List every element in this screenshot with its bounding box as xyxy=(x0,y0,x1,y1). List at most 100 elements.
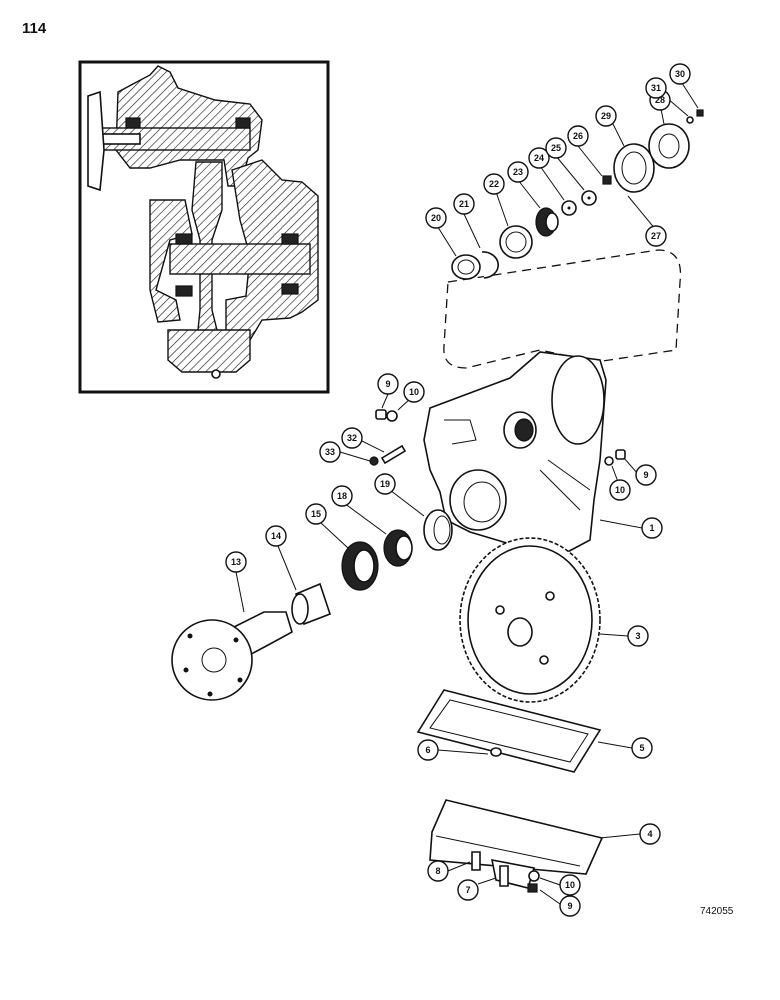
callout-label: 20 xyxy=(431,213,441,223)
callout-label: 8 xyxy=(435,866,440,876)
bearing-cone-23 xyxy=(535,207,559,237)
callout-1: 1 xyxy=(641,517,663,539)
bolt-30 xyxy=(696,109,704,117)
callout-label: 9 xyxy=(385,379,390,389)
callout-7: 7 xyxy=(457,879,479,901)
callout-label: 29 xyxy=(601,111,611,121)
callout-6: 6 xyxy=(417,739,439,761)
callout-label: 24 xyxy=(534,153,544,163)
callout-14: 14 xyxy=(265,525,287,547)
callout-label: 25 xyxy=(551,143,561,153)
callout-32: 32 xyxy=(341,427,363,449)
callout-label: 15 xyxy=(311,509,321,519)
callout-group: 1 3 4 5 6 7 8 9 9 9 10 10 10 13 14 15 18… xyxy=(225,63,691,917)
callout-9-right: 9 xyxy=(635,464,657,486)
callout-label: 9 xyxy=(567,901,572,911)
housing-1 xyxy=(423,351,607,557)
callout-label: 3 xyxy=(635,631,640,641)
washer-10-bottom xyxy=(528,870,540,882)
callout-label: 10 xyxy=(565,880,575,890)
callout-label: 10 xyxy=(409,387,419,397)
callout-10-bottom: 10 xyxy=(559,874,581,896)
bolt-8 xyxy=(471,851,481,871)
callout-4: 4 xyxy=(639,823,661,845)
callout-25: 25 xyxy=(545,137,567,159)
callout-26: 26 xyxy=(567,125,589,147)
callout-20: 20 xyxy=(425,207,447,229)
shim-24 xyxy=(561,200,577,216)
callout-label: 32 xyxy=(347,433,357,443)
callout-8: 8 xyxy=(427,860,449,882)
callout-label: 18 xyxy=(337,491,347,501)
cover-4 xyxy=(429,799,604,889)
cross-section-inset xyxy=(78,60,330,394)
pin-32 xyxy=(380,444,407,465)
callout-label: 19 xyxy=(380,479,390,489)
callout-21: 21 xyxy=(453,193,475,215)
callout-15: 15 xyxy=(305,503,327,525)
page-number: 114 xyxy=(22,20,47,37)
seal-ring-20 xyxy=(451,254,481,280)
callout-27: 27 xyxy=(645,225,667,247)
plug-9-left xyxy=(375,409,387,420)
callout-label: 7 xyxy=(465,885,470,895)
callout-label: 26 xyxy=(573,131,583,141)
shim-25 xyxy=(581,190,597,206)
nut-9-bottom xyxy=(527,883,538,893)
callout-label: 4 xyxy=(647,829,652,839)
callout-label: 31 xyxy=(651,83,661,93)
gasket-29 xyxy=(613,143,655,193)
callout-label: 10 xyxy=(615,485,625,495)
callout-29: 29 xyxy=(595,105,617,127)
callout-label: 21 xyxy=(459,199,469,209)
plug-26 xyxy=(602,175,612,185)
dowel-6 xyxy=(490,747,502,757)
bearing-cup-19 xyxy=(423,509,453,551)
callout-5: 5 xyxy=(631,737,653,759)
callout-label: 5 xyxy=(639,743,644,753)
spacer-14 xyxy=(291,582,332,626)
callout-label: 14 xyxy=(271,531,281,541)
callout-24: 24 xyxy=(528,147,550,169)
callout-13: 13 xyxy=(225,551,247,573)
callout-label: 9 xyxy=(643,470,648,480)
output-flange-13 xyxy=(171,611,293,701)
callout-label: 23 xyxy=(513,167,523,177)
callout-label: 27 xyxy=(651,231,661,241)
plug-33 xyxy=(369,456,379,466)
plug-9-right xyxy=(615,449,626,460)
callout-19: 19 xyxy=(374,473,396,495)
callout-label: 33 xyxy=(325,447,335,457)
callout-33: 33 xyxy=(319,441,341,463)
leader-lines xyxy=(235,79,699,905)
callout-label: 13 xyxy=(231,557,241,567)
washer-10-right xyxy=(604,456,614,466)
callout-10-upper-left: 10 xyxy=(403,381,425,403)
callout-10-right: 10 xyxy=(609,479,631,501)
callout-18: 18 xyxy=(331,485,353,507)
snap-ring-21 xyxy=(481,251,499,279)
callout-label: 28 xyxy=(655,95,665,105)
callout-label: 6 xyxy=(425,745,430,755)
callout-9-bottom: 9 xyxy=(559,895,581,917)
callout-9-upper-left: 9 xyxy=(377,373,399,395)
callout-22: 22 xyxy=(483,173,505,195)
bearing-cup-22 xyxy=(499,225,533,259)
oil-seal-15 xyxy=(341,541,379,591)
callout-label: 30 xyxy=(675,69,685,79)
callout-30: 30 xyxy=(669,63,691,85)
callout-label: 1 xyxy=(649,523,654,533)
washer-31 xyxy=(686,116,694,124)
bearing-cone-18 xyxy=(383,529,413,567)
figure-code: 742055 xyxy=(700,906,734,917)
callout-3: 3 xyxy=(627,625,649,647)
washer-10-left xyxy=(386,410,398,422)
cover-plate-28 xyxy=(648,123,690,169)
callout-label: 22 xyxy=(489,179,499,189)
callout-31: 31 xyxy=(645,77,667,99)
gasket-5 xyxy=(416,689,602,773)
callout-23: 23 xyxy=(507,161,529,183)
bolt-7 xyxy=(499,865,509,887)
gear-3 xyxy=(459,537,601,703)
